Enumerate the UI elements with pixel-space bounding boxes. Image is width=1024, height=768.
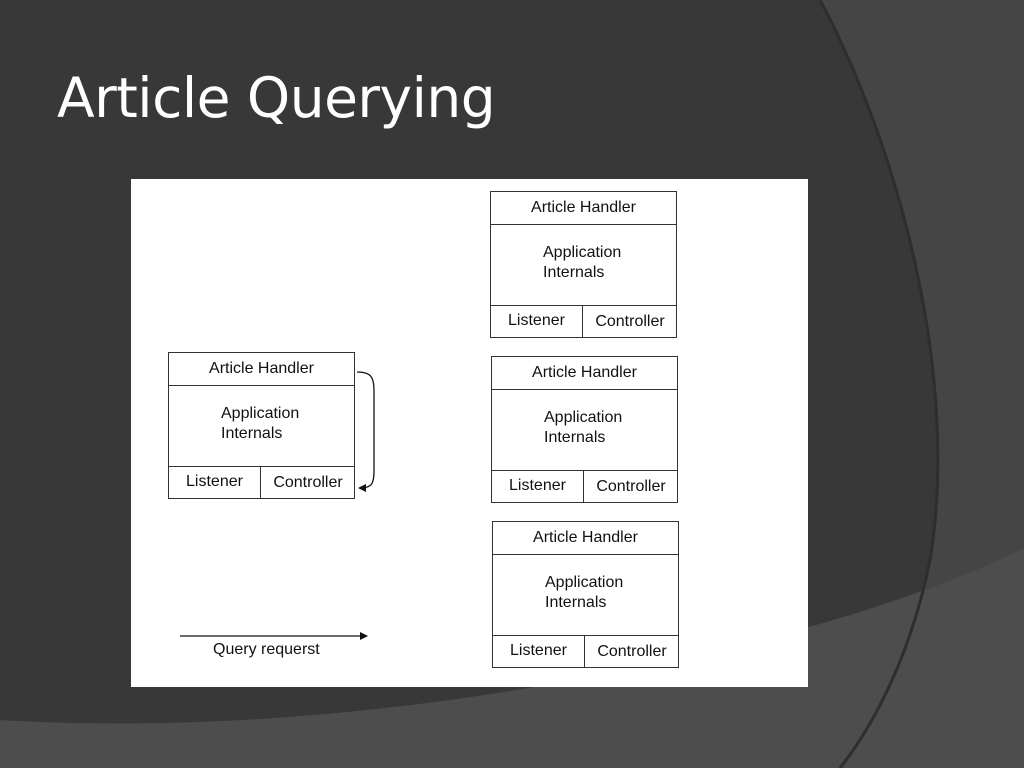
listener-label: Listener bbox=[169, 467, 261, 499]
internals-line1: Application bbox=[545, 574, 624, 591]
controller-label: Controller bbox=[597, 643, 667, 660]
internals-line2: Internals bbox=[543, 264, 605, 281]
component-bottom-row: Listener Controller bbox=[169, 466, 354, 499]
background-curve-bottom bbox=[0, 548, 1024, 768]
listener-label: Listener bbox=[492, 471, 584, 503]
application-internals-label: Application Internals bbox=[545, 573, 623, 613]
component-bottom-row: Listener Controller bbox=[493, 635, 678, 668]
controller-label: Controller bbox=[596, 478, 666, 495]
article-handler-label: Article Handler bbox=[493, 522, 678, 555]
internals-line2: Internals bbox=[545, 594, 607, 611]
internals-line1: Application bbox=[544, 409, 623, 426]
component-querying: Article Handler Application Internals Li… bbox=[168, 352, 355, 499]
article-handler-label: Article Handler bbox=[169, 353, 354, 386]
component-bottom-row: Listener Controller bbox=[491, 305, 676, 338]
application-internals-label: Application Internals bbox=[543, 243, 621, 283]
application-internals-label: Application Internals bbox=[544, 408, 622, 448]
component-peer-1: Article Handler Application Internals Li… bbox=[490, 191, 677, 338]
application-internals-label: Application Internals bbox=[221, 404, 299, 444]
internals-line1: Application bbox=[221, 405, 300, 422]
listener-label: Listener bbox=[493, 636, 585, 668]
self-loop-arrow bbox=[356, 371, 375, 492]
component-bottom-row: Listener Controller bbox=[492, 470, 677, 503]
internals-line2: Internals bbox=[221, 425, 283, 442]
slide-title: Article Querying bbox=[57, 66, 496, 130]
legend-label: Query requerst bbox=[213, 641, 320, 658]
diagram-panel: Article Handler Application Internals Li… bbox=[131, 179, 808, 687]
article-handler-label: Article Handler bbox=[492, 357, 677, 390]
internals-line1: Application bbox=[543, 244, 622, 261]
component-peer-2: Article Handler Application Internals Li… bbox=[491, 356, 678, 503]
internals-line2: Internals bbox=[544, 429, 606, 446]
background-curve-edge bbox=[818, 0, 940, 768]
article-handler-label: Article Handler bbox=[491, 192, 676, 225]
listener-label: Listener bbox=[491, 306, 583, 338]
controller-label: Controller bbox=[273, 474, 343, 491]
controller-label: Controller bbox=[595, 313, 665, 330]
component-peer-3: Article Handler Application Internals Li… bbox=[492, 521, 679, 668]
